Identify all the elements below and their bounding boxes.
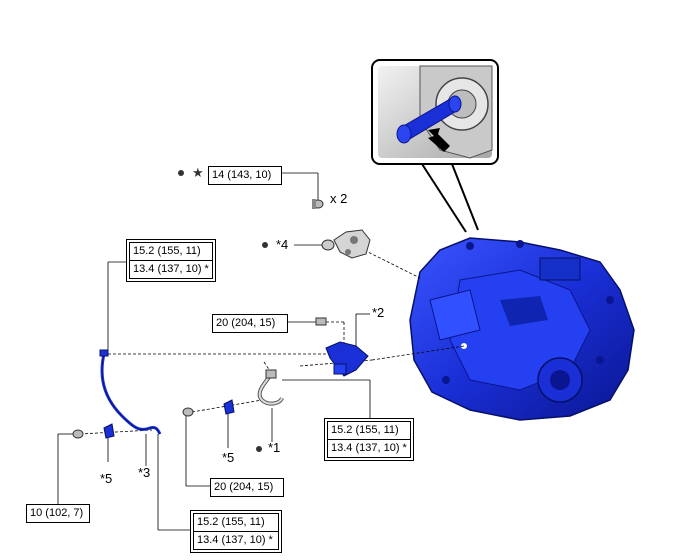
torque-box-20-upper: 20 (204, 15) [212, 314, 288, 333]
bolt-x2 [312, 199, 324, 209]
part-4-release-cylinder [321, 229, 371, 259]
inset-callout [371, 59, 499, 233]
note-3: *3 [138, 465, 151, 480]
torque-box-15-2-upper: 15.2 (155, 11) 13.4 (137, 10) * [126, 239, 216, 282]
note-5-left: *5 [100, 471, 113, 486]
torque-box-15-2-middle: 15.2 (155, 11) 13.4 (137, 10) * [324, 418, 414, 461]
bolt-10 [72, 429, 84, 439]
clip-5a [103, 423, 115, 439]
note-5-right: *5 [222, 450, 235, 465]
torque-row: 13.4 (137, 10) * [129, 261, 213, 279]
torque-row: 15.2 (155, 11) [193, 513, 279, 532]
torque-box-20-lower: 20 (204, 15) [210, 478, 284, 497]
dot-icon [262, 242, 268, 248]
torque-row: 15.2 (155, 11) [129, 242, 213, 261]
clutch-line [99, 349, 162, 435]
bolt-20b [182, 407, 194, 417]
note-1: *1 [268, 440, 281, 455]
solid-leaders [57, 172, 371, 531]
bolt-20a [315, 317, 327, 326]
part-1-pipe [257, 369, 284, 406]
dot-icon [178, 170, 184, 176]
torque-row: 13.4 (137, 10) * [193, 532, 279, 550]
clip-5b [223, 399, 235, 415]
note-4: *4 [276, 237, 289, 252]
torque-row: 13.4 (137, 10) * [327, 440, 411, 458]
torque-box-14: 14 (143, 10) [208, 166, 282, 185]
note-2: *2 [372, 305, 385, 320]
quantity-note: x 2 [330, 191, 348, 206]
star-icon: ★ [192, 165, 204, 180]
part-2-bracket [325, 341, 369, 377]
dot-icon [256, 446, 262, 452]
torque-row: 15.2 (155, 11) [327, 421, 411, 440]
transaxle-assembly [409, 237, 635, 421]
torque-box-10: 10 (102, 7) [26, 504, 90, 523]
torque-box-15-2-lower: 15.2 (155, 11) 13.4 (137, 10) * [190, 510, 282, 553]
dashed-leaders [79, 247, 465, 435]
